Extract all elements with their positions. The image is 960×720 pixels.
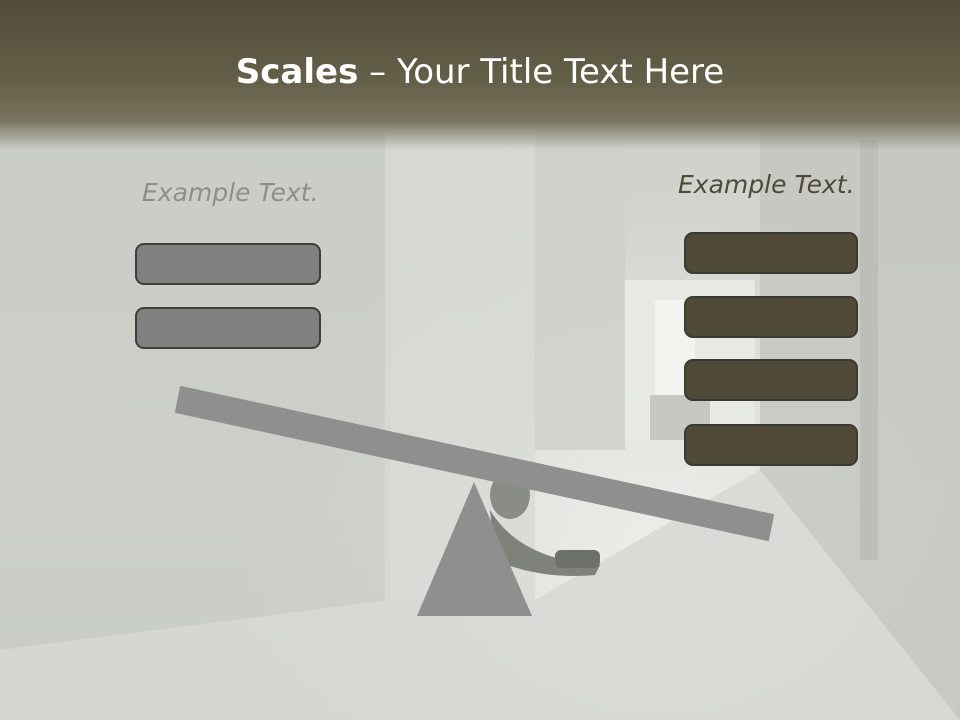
right-label: Example Text. [678,170,855,199]
title-bar [0,0,960,150]
right-box-1 [684,232,858,274]
scale-fulcrum [417,482,532,616]
scale-beam [175,386,774,541]
right-box-4 [684,424,858,466]
left-box-2 [135,307,321,349]
title-rest: – Your Title Text Here [358,52,725,92]
left-label: Example Text. [142,178,319,207]
left-box-1 [135,243,321,285]
right-box-2 [684,296,858,338]
title-bold: Scales [235,52,359,92]
right-box-3 [684,359,858,401]
slide-title: Scales – Your Title Text Here [0,52,960,92]
